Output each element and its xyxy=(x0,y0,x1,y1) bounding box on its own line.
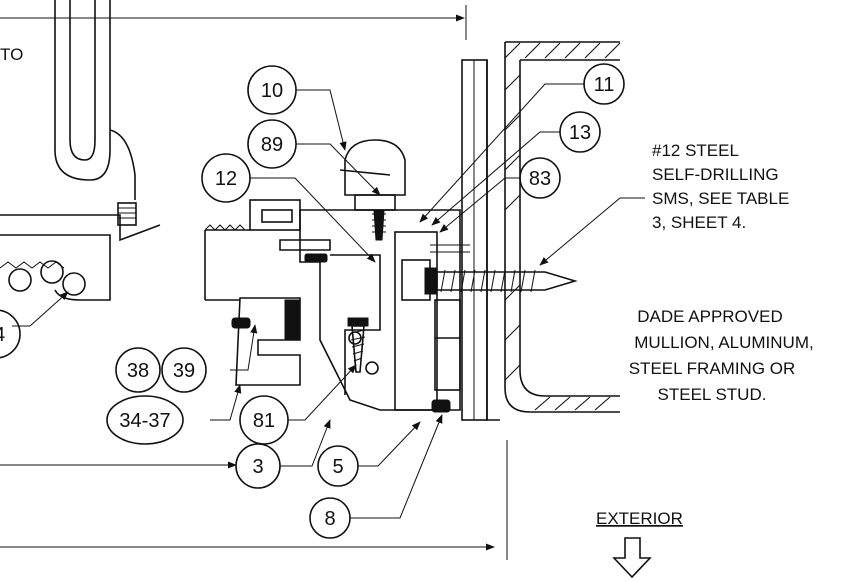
callout-84-partial: 84 xyxy=(0,309,21,359)
callout-10-label: 10 xyxy=(261,80,283,102)
callout-3-label: 3 xyxy=(252,456,263,478)
exterior-indicator: EXTERIOR xyxy=(596,509,683,579)
screw-note-line-2: SELF-DRILLING xyxy=(652,165,779,184)
callout-81-label: 81 xyxy=(253,410,275,432)
callout-8-label: 8 xyxy=(324,508,335,530)
callout-38: 38 xyxy=(115,347,161,393)
self-drilling-screw xyxy=(424,244,578,295)
mullion-note-line-4: STEEL STUD. xyxy=(658,385,767,404)
callout-12-label: 12 xyxy=(215,168,237,190)
callout-5: 5 xyxy=(317,445,359,487)
callout-39-label: 39 xyxy=(173,360,195,382)
mullion-note-line-1: DADE APPROVED xyxy=(637,307,783,326)
wall-hatching xyxy=(504,42,621,411)
frame-extrusion xyxy=(235,199,461,411)
callout-89-label: 89 xyxy=(261,134,283,156)
callout-34-37: 34-37 xyxy=(106,395,184,445)
vertical-screw-81 xyxy=(347,317,369,373)
lock-hardware xyxy=(339,139,406,241)
mullion-note-line-2: MULLION, ALUMINUM, xyxy=(634,333,813,352)
callout-8: 8 xyxy=(309,497,351,539)
callout-39: 39 xyxy=(161,347,207,393)
leader-lines xyxy=(12,83,645,519)
exterior-label: EXTERIOR xyxy=(596,509,683,528)
callout-13: 13 xyxy=(559,111,601,153)
operator-mechanism xyxy=(0,0,161,301)
mullion-note-line-3: STEEL FRAMING OR xyxy=(629,359,796,378)
screw-note-line-1: #12 STEEL xyxy=(652,141,739,160)
callout-81: 81 xyxy=(239,395,289,445)
dimension-lines xyxy=(0,5,508,560)
panel-section xyxy=(204,224,250,301)
screw-note-line-4: 3, SHEET 4. xyxy=(652,213,746,232)
callout-11-label: 11 xyxy=(594,74,615,96)
callout-89: 89 xyxy=(247,119,297,169)
mullion-note: DADE APPROVED MULLION, ALUMINUM, STEEL F… xyxy=(629,307,814,404)
callout-12: 12 xyxy=(201,153,251,203)
down-arrow-outline-icon xyxy=(612,537,652,579)
callout-34-37-label: 34-37 xyxy=(119,410,170,432)
gaskets xyxy=(231,253,451,413)
callout-11: 11 xyxy=(583,63,625,105)
mullion-section xyxy=(461,41,621,421)
callout-10: 10 xyxy=(247,65,297,115)
callout-83: 83 xyxy=(519,157,561,199)
callout-83-label: 83 xyxy=(529,168,551,190)
screw-note: #12 STEEL SELF-DRILLING SMS, SEE TABLE 3… xyxy=(652,141,789,232)
callout-3: 3 xyxy=(235,443,281,489)
callout-13-label: 13 xyxy=(569,122,591,144)
top-left-fragment-text: TO xyxy=(0,45,23,64)
callout-38-label: 38 xyxy=(127,360,149,382)
callout-5-label: 5 xyxy=(332,456,343,478)
callout-84-label: 84 xyxy=(0,324,5,346)
screw-note-line-3: SMS, SEE TABLE xyxy=(652,189,789,208)
